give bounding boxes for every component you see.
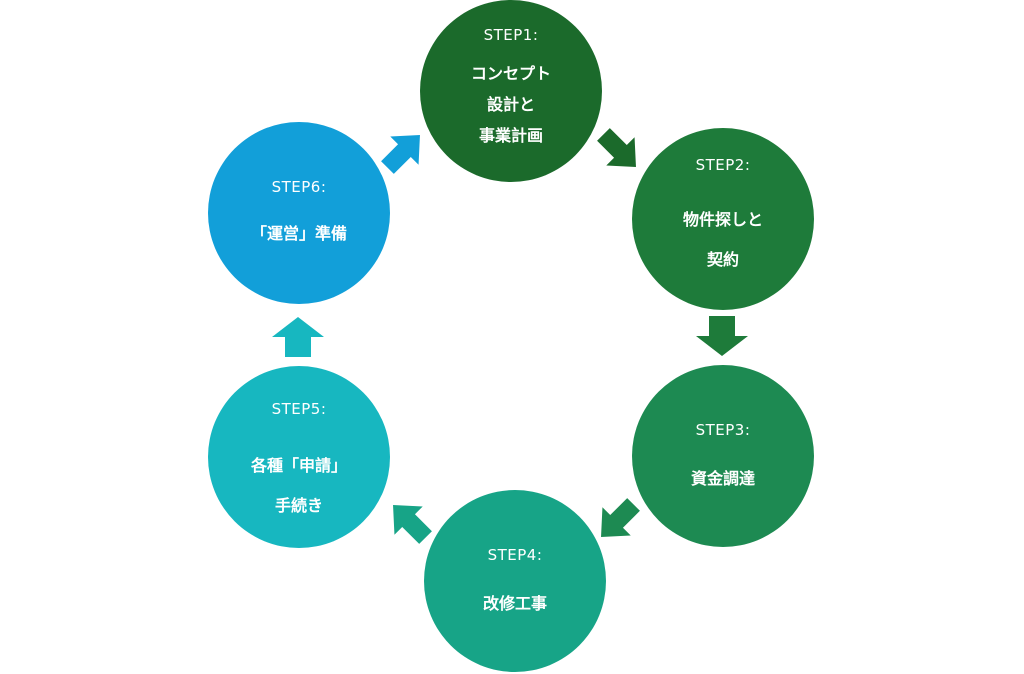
step-2-title-line-2: 契約 (706, 250, 739, 269)
step-2-label: STEP2: (695, 156, 751, 174)
step-5-label: STEP5: (271, 400, 327, 418)
step-3-label: STEP3: (695, 421, 751, 439)
step-1-title-line-2: 設計と (486, 95, 535, 114)
step-4-title-line-1: 改修工事 (482, 594, 547, 613)
arrow-step3-to-step4-shape (601, 498, 640, 537)
step-5-title-line-1: 各種「申請」 (250, 456, 347, 475)
step-5-title: 各種「申請」 手続き (208, 446, 390, 526)
step-6-label: STEP6: (271, 178, 327, 196)
arrow-step1-to-step2-shape (597, 128, 636, 167)
step-1-circle: STEP1: コンセプト 設計と 事業計画 (420, 0, 602, 182)
step-1-title: コンセプト 設計と 事業計画 (420, 58, 602, 151)
step-2-title: 物件探しと 契約 (632, 200, 814, 280)
arrow-step4-to-step5-shape (393, 505, 432, 544)
step-3-title-line-1: 資金調達 (690, 469, 755, 488)
step-6-title: 「運営」準備 (208, 218, 390, 249)
arrow-step6-to-step1-shape (381, 135, 420, 174)
step-1-title-line-1: コンセプト (470, 64, 551, 83)
step-4-label: STEP4: (487, 546, 543, 564)
step-1-label: STEP1: (483, 26, 539, 44)
step-1-title-line-3: 事業計画 (478, 126, 543, 145)
step-3-circle: STEP3: 資金調達 (632, 365, 814, 547)
step-6-title-line-1: 「運営」準備 (250, 224, 347, 243)
step-3-title: 資金調達 (632, 463, 814, 494)
step-2-circle: STEP2: 物件探しと 契約 (632, 128, 814, 310)
step-5-circle: STEP5: 各種「申請」 手続き (208, 366, 390, 548)
step-2-title-line-1: 物件探しと (682, 210, 763, 229)
step-5-title-line-2: 手続き (274, 496, 323, 515)
arrow-step2-to-step3-shape (696, 316, 748, 356)
step-4-circle: STEP4: 改修工事 (424, 490, 606, 672)
arrow-step5-to-step6-shape (272, 317, 324, 357)
step-4-title: 改修工事 (424, 588, 606, 619)
step-6-circle: STEP6: 「運営」準備 (208, 122, 390, 304)
